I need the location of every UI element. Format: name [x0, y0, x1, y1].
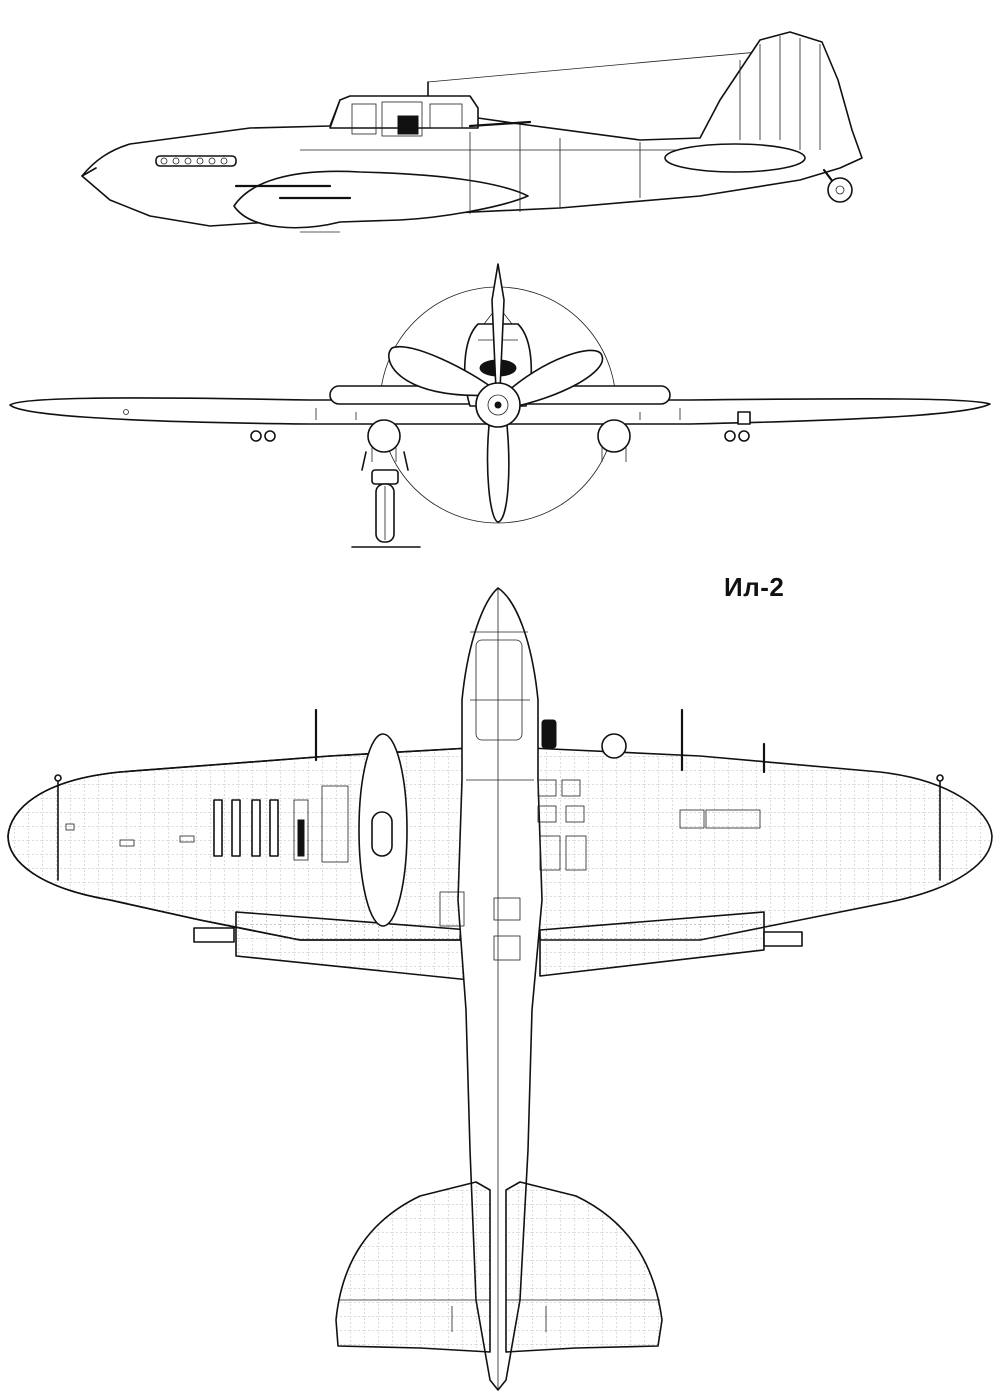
equipment-bays — [439, 779, 761, 961]
side-view — [81, 31, 863, 233]
propeller-blade — [486, 414, 510, 523]
side-fuselage — [81, 31, 863, 227]
exhaust-stacks — [155, 155, 237, 167]
main-gear — [351, 451, 421, 548]
right-wing — [529, 747, 993, 941]
front-view — [9, 263, 991, 548]
propeller-blade — [503, 349, 604, 409]
tailplane — [505, 1181, 663, 1353]
aircraft-title: Ил-2 — [724, 572, 785, 602]
tail-wheel — [822, 168, 853, 203]
tailplane — [335, 1181, 491, 1353]
bomb-bay-bombs — [213, 785, 349, 863]
propeller-blade — [388, 345, 499, 397]
top-view — [7, 587, 993, 1391]
wing-bombs — [250, 430, 750, 442]
